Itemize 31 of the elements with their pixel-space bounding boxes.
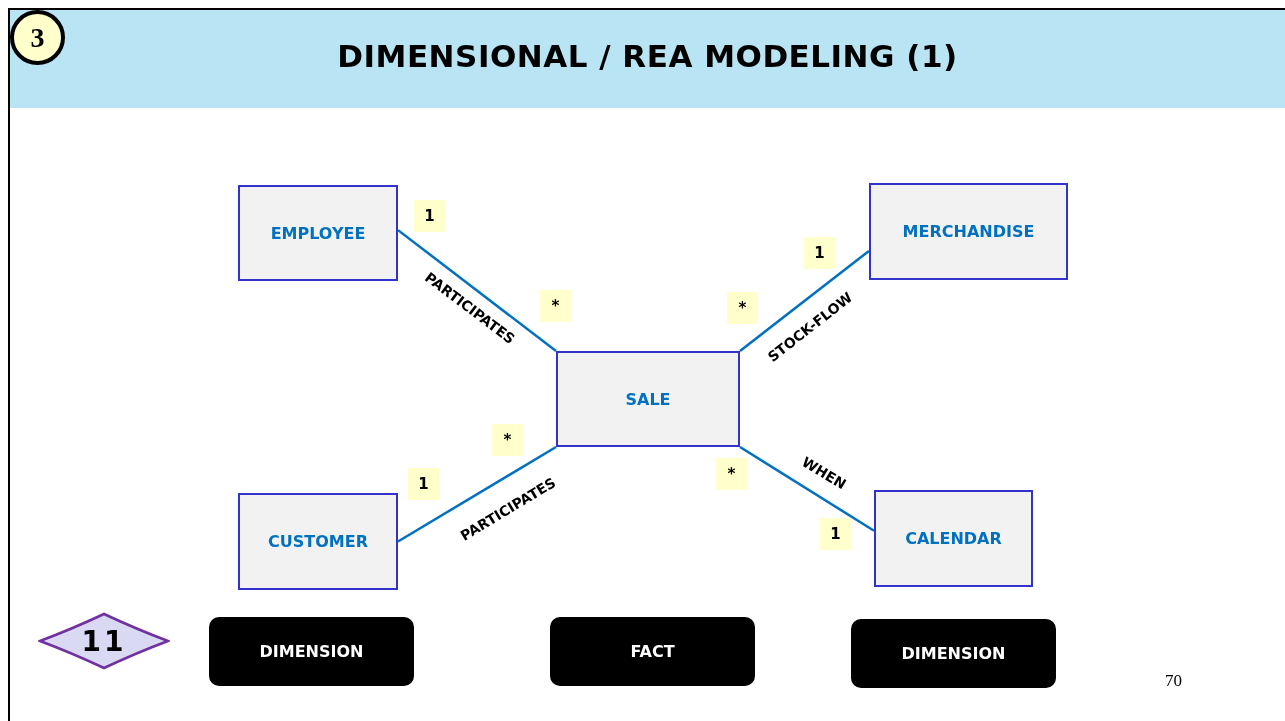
category-tag [550,617,755,686]
tag-text: DIMENSION [901,644,1006,663]
entity-name: MERCHANDISE [902,222,1035,241]
diamond-number: 11 [81,624,127,658]
badge-number: 3 [30,21,45,54]
page-number: 70 [1165,671,1182,691]
multiplicity-label: 1 [820,518,851,550]
entity-name: CALENDAR [905,529,1002,548]
connector-line [397,229,557,352]
multiplicity-label: * [540,290,571,322]
entity-box [238,185,398,281]
connector-line [739,249,870,352]
entity-name: SALE [625,389,671,409]
connector-line [397,445,557,543]
multiplicity-label: * [727,292,758,324]
category-tag [851,619,1056,688]
entity-box [874,490,1033,587]
category-tag [209,617,414,686]
multiplicity-label: 1 [804,237,835,269]
multiplicity-label: * [716,458,747,490]
entity-box [869,183,1068,280]
multiplicity-label: * [492,424,523,456]
entity-name: EMPLOYEE [270,223,366,243]
entity-box [238,493,398,590]
multiplicity-label: 1 [414,200,445,232]
entity-box [556,351,740,447]
tag-text: DIMENSION [259,642,364,661]
entity-name: CUSTOMER [268,532,368,551]
multiplicity-label: 1 [408,468,439,500]
tag-text: FACT [630,642,675,661]
connector-line [739,445,875,532]
